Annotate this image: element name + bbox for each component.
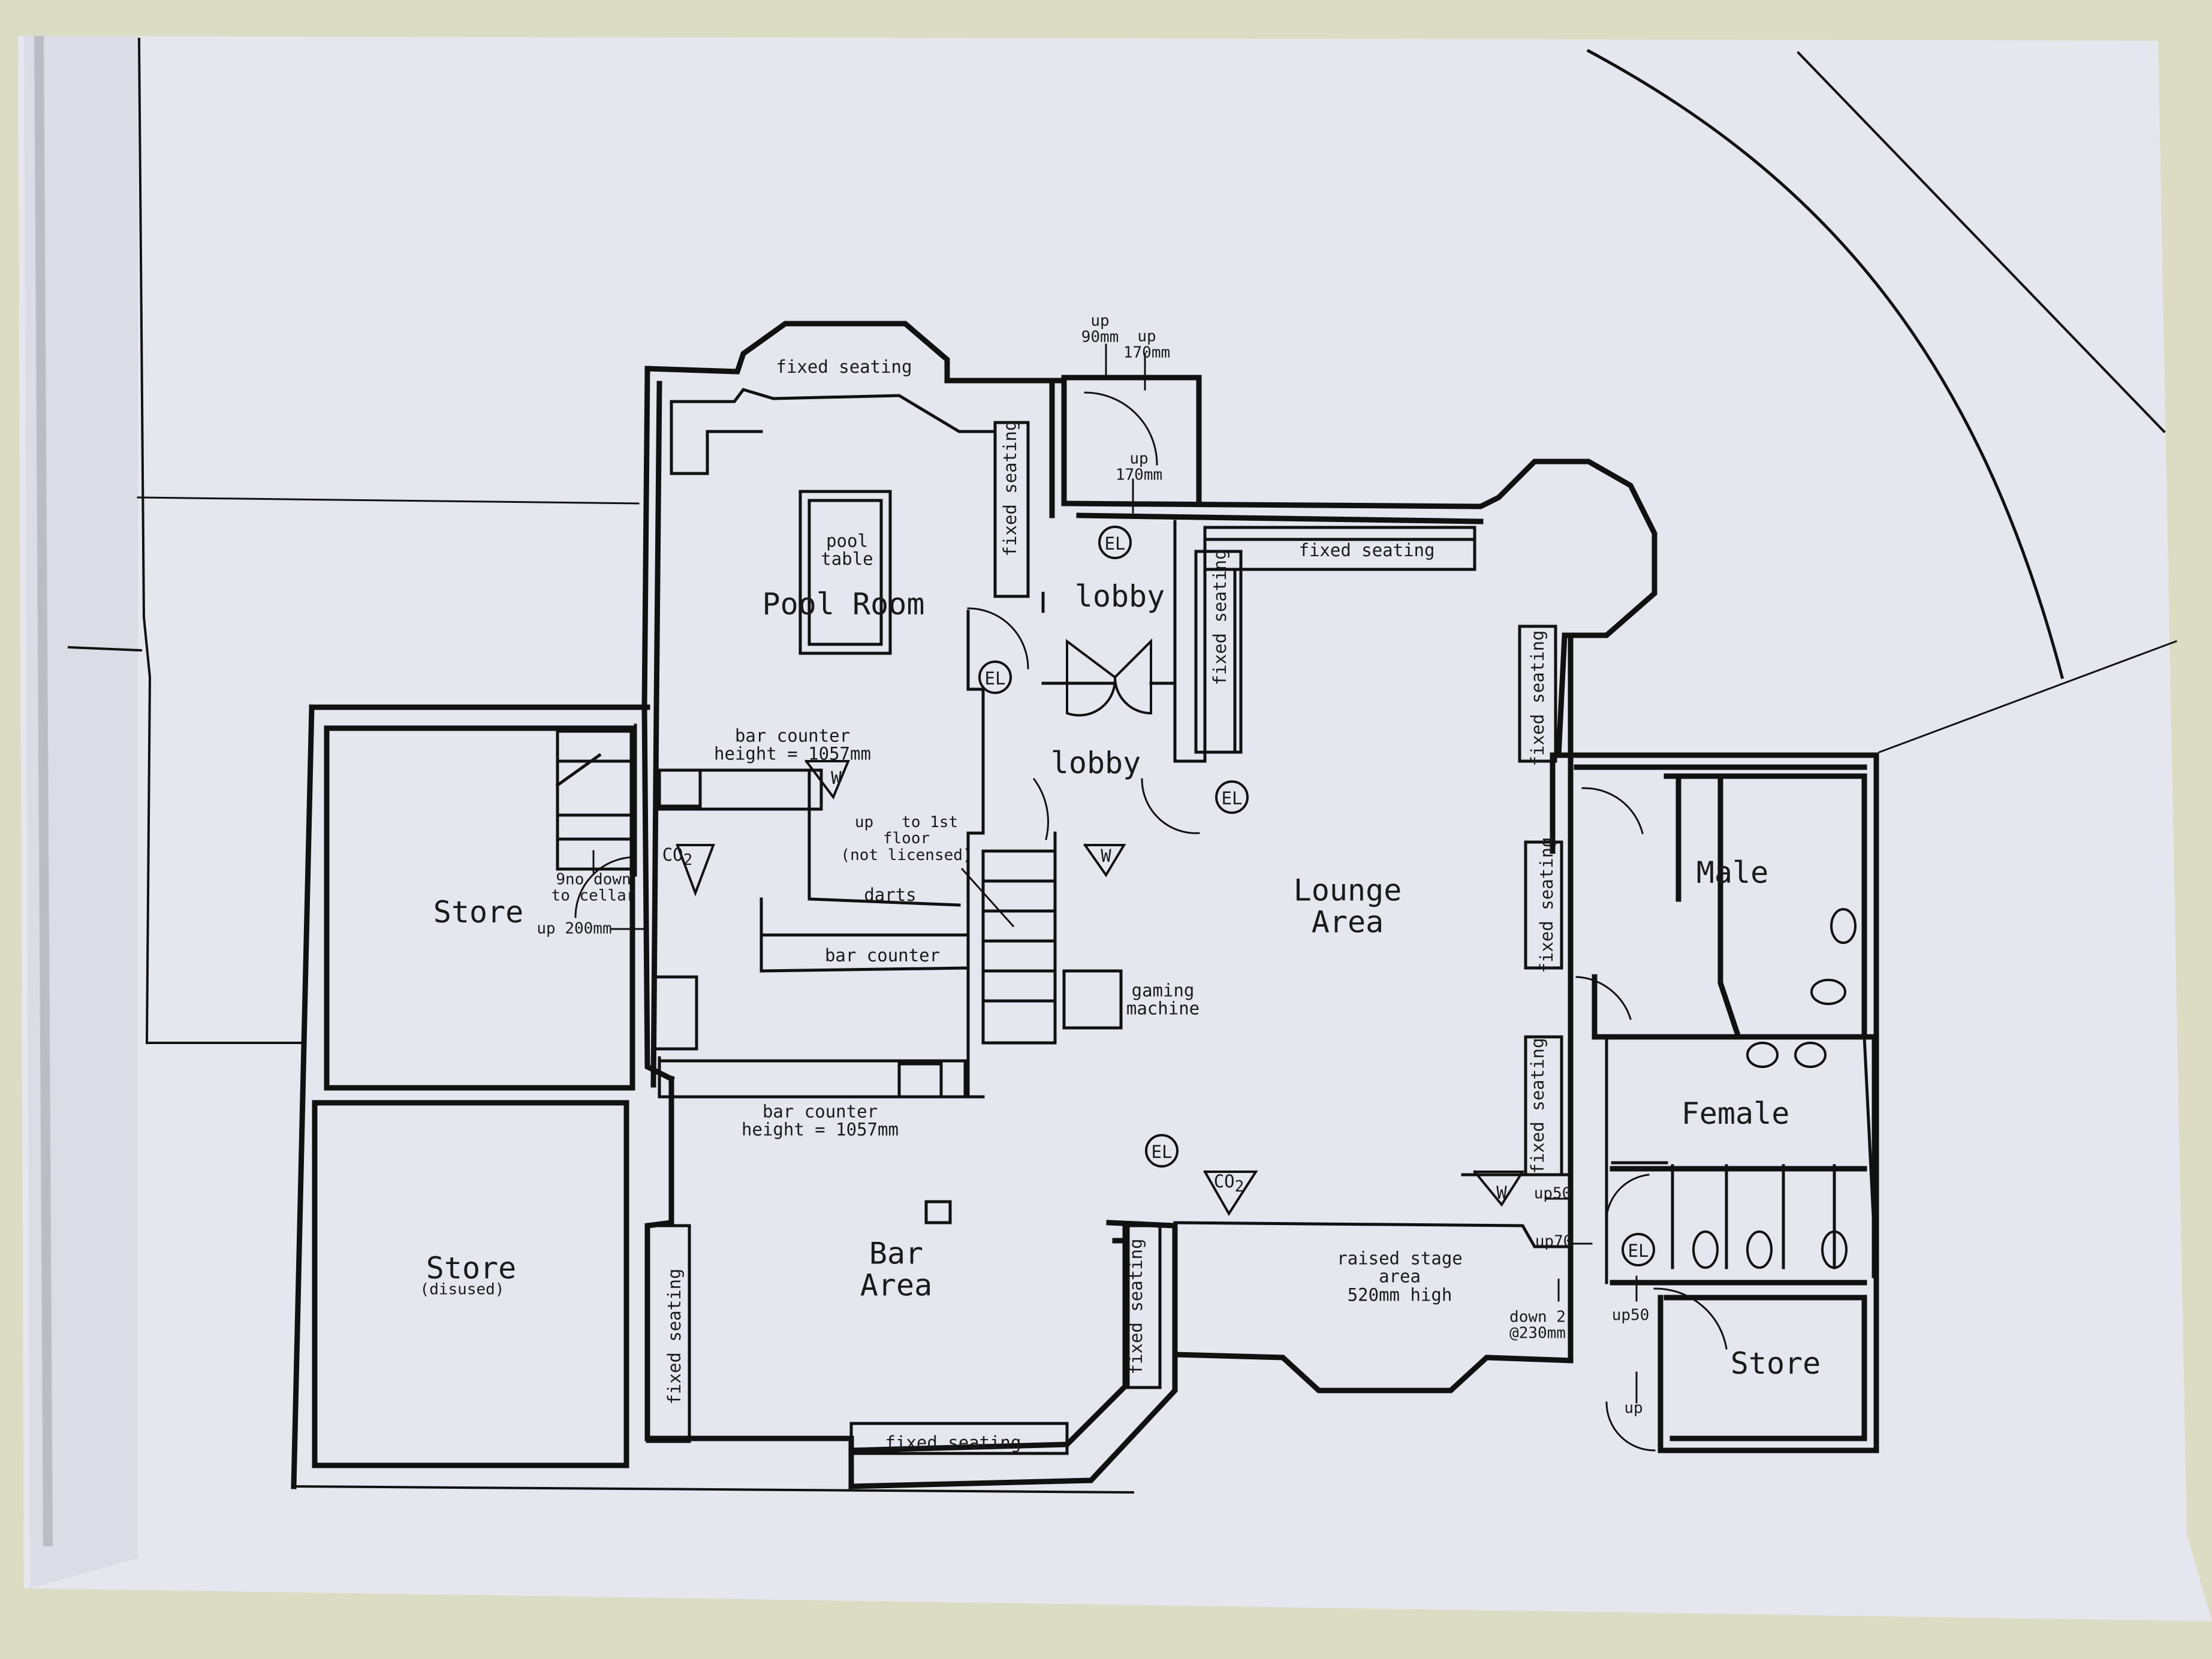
room-label-lounge-area: Lounge Area [1293,873,1402,939]
level-up-200: up 200mm [537,919,612,938]
room-label-male: Male [1696,855,1769,890]
seating-label-lounge-right-1: fixed seating [1527,630,1548,767]
gaming-machine-label: gaming machine [1126,980,1200,1019]
building-walls [291,321,1879,1489]
seating-label-bar-left: fixed seating [664,1268,685,1405]
level-up50-b: up50 [1611,1306,1650,1325]
co2-symbol: CO2 [662,844,693,869]
stairs-first-floor-label: up to 1st floor (not licensed) [840,813,972,864]
bar-counter-upper-label: bar counter height = 1057mm [714,725,871,764]
paper-sheet-shade [24,36,138,1588]
w-symbol: W [1496,1182,1507,1203]
level-up-170-top: up 170mm [1123,327,1171,362]
symbol-outlines [676,526,1655,1266]
door-swings [574,391,1728,1452]
room-label-female: Female [1681,1096,1790,1131]
seating-label-lounge-left: fixed seating [1209,549,1230,686]
store-disused-note: (disused) [420,1280,505,1299]
level-up-plain: up [1624,1399,1643,1417]
boundary-line [1797,51,2166,433]
bar-counter-lower-label: bar counter height = 1057mm [742,1101,899,1140]
bar-counter-label: bar counter [824,945,941,966]
seating-label-top: fixed seating [776,356,912,377]
boundary-line [1878,640,2177,753]
site-boundary-line [292,1485,1135,1494]
left-margin-strip [34,35,53,1547]
w-symbol: W [831,767,842,788]
seating-label-bar-bottom: fixed seating [885,1432,1021,1453]
level-up-90: up 90mm [1081,312,1119,346]
boundary-curve [1586,49,2065,680]
site-boundary-line [137,496,640,505]
raised-stage-label: raised stage area 520mm high [1337,1248,1463,1305]
room-label-lobby-lower: lobby [1050,745,1141,780]
seating-label-bar-right: fixed seating [1125,1238,1146,1375]
emergency-light-symbol: EL [984,668,1006,689]
room-label-store-left: Store [433,894,524,930]
co2-symbol: CO2 [1213,1171,1244,1196]
room-label-lobby-upper: lobby [1074,578,1165,614]
emergency-light-symbol: EL [1221,788,1243,809]
double-door [1066,638,1152,717]
room-label-bar-area: Bar Area [860,1236,933,1302]
stairs-cellar-label: 9no down to cellar [551,870,636,905]
washroom-fittings [1692,908,1857,1269]
level-up50-a: up50 [1533,1184,1572,1203]
seating-label-lounge-top: fixed seating [1298,539,1435,560]
w-symbol: W [1101,845,1111,866]
level-up70: up70 [1535,1232,1573,1251]
emergency-light-symbol: EL [1151,1141,1173,1162]
interior-lines [555,388,1878,1455]
emergency-light-symbol: EL [1104,533,1126,554]
site-boundary-line [67,645,143,652]
room-label-store-disused: Store [426,1250,517,1286]
level-down-2: down 2 @230mm [1509,1308,1566,1343]
level-arrows [592,343,1638,1404]
site-boundary-left [137,37,304,1044]
paper-sheet [18,36,2212,1621]
emergency-light-symbol: EL [1628,1240,1649,1261]
pool-table-label: pool table [821,530,873,569]
level-up-170-lobby: up 170mm [1115,450,1163,484]
seating-label-lounge-right-3: fixed seating [1527,1037,1548,1174]
room-label-store-right: Store [1730,1346,1821,1381]
seating-label-pool-side: fixed seating [999,420,1020,557]
darts-label: darts [864,884,917,905]
room-label-pool-room: Pool Room [762,586,925,622]
seating-label-lounge-right-2: fixed seating [1536,837,1557,973]
